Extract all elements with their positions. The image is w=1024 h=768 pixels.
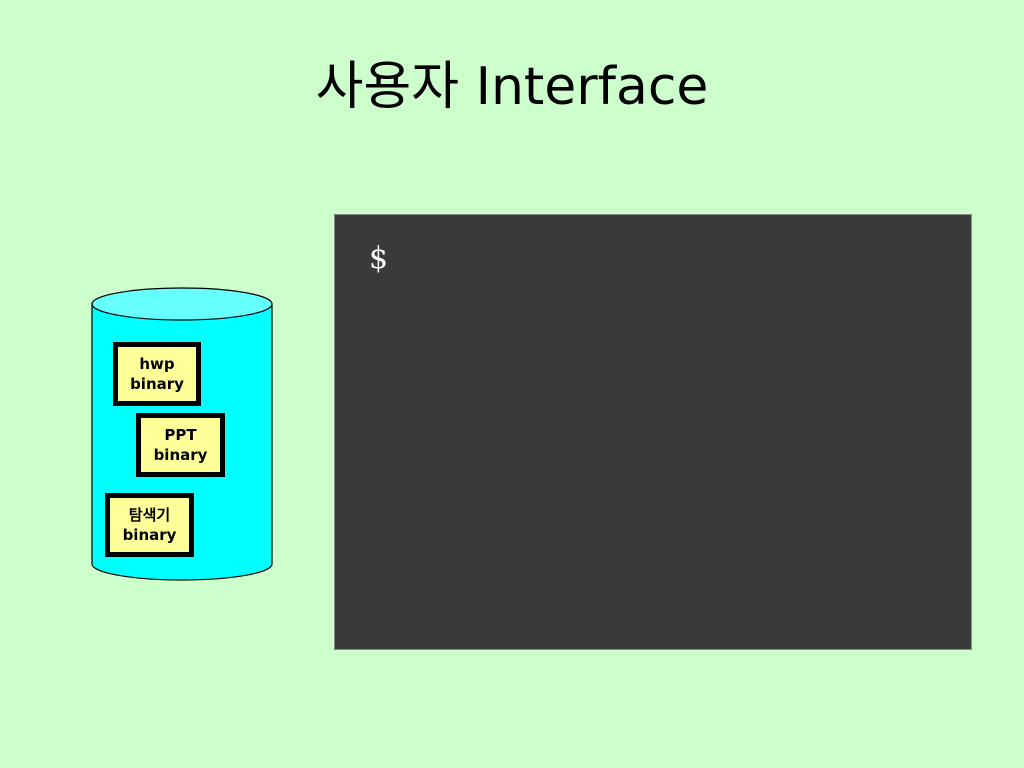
file-label-line1: hwp (139, 355, 175, 373)
file-hwp-binary: hwp binary (113, 342, 201, 406)
terminal-prompt: $ (369, 241, 389, 276)
slide-title: 사용자 Interface (315, 57, 709, 117)
file-label-line1: 탐색기 (128, 506, 171, 524)
file-label-line2: binary (122, 526, 177, 544)
file-label-line2: binary (130, 375, 184, 393)
file-label-line1: PPT (164, 426, 197, 444)
terminal-window[interactable]: $ (334, 214, 972, 650)
storage-disk-cylinder: hwp binary PPT binary 탐색기 binary (90, 286, 274, 582)
file-label-line2: binary (153, 446, 208, 464)
file-explorer-binary: 탐색기 binary (105, 493, 194, 557)
cylinder-top (91, 287, 273, 321)
file-ppt-binary: PPT binary (136, 413, 225, 477)
